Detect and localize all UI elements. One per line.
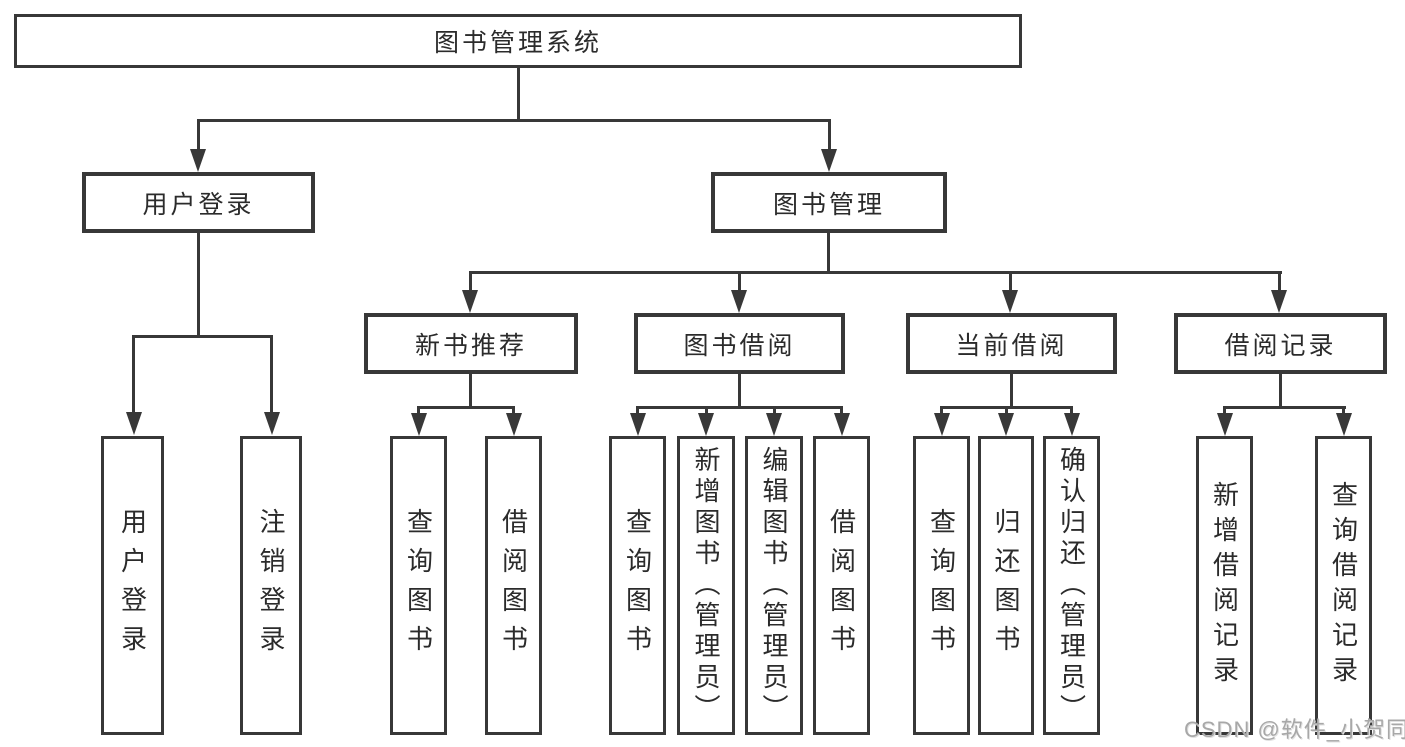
connector-line <box>417 406 420 417</box>
connector-line <box>1279 374 1282 409</box>
arrow-down-icon <box>1336 413 1352 436</box>
connector-line <box>132 335 135 414</box>
leaf-label: 注销登录 <box>256 507 286 664</box>
arrow-down-icon <box>934 413 950 436</box>
node-label: 图书借阅 <box>683 331 796 360</box>
leaf-label: 借阅图书 <box>498 507 529 664</box>
connector-line <box>773 406 776 417</box>
connector-line <box>469 374 472 409</box>
connector-line <box>705 406 708 417</box>
arrow-down-icon <box>998 413 1014 436</box>
arrow-down-icon <box>264 412 280 435</box>
arrow-down-icon <box>630 413 646 436</box>
arrow-down-icon <box>834 413 850 436</box>
leaf-query-books-current: 查询图书 <box>913 436 970 735</box>
csdn-watermark: CSDN @软件_小贺同学 <box>1184 717 1405 742</box>
leaf-label: 新增图书（管理员） <box>691 446 721 725</box>
connector-line <box>197 233 200 337</box>
leaf-return-books: 归还图书 <box>978 436 1034 735</box>
node-label: 当前借阅 <box>955 331 1068 360</box>
connector-line <box>636 406 843 409</box>
leaf-label: 查询图书 <box>622 507 653 664</box>
leaf-borrow-books-recommend: 借阅图书 <box>485 436 542 735</box>
leaf-query-books-recommend: 查询图书 <box>390 436 447 735</box>
connector-line <box>197 119 831 122</box>
node-book-borrowing: 图书借阅 <box>634 313 845 374</box>
leaf-label: 编辑图书（管理员） <box>759 446 789 725</box>
node-new-book-recommendation: 新书推荐 <box>364 313 578 374</box>
node-book-management: 图书管理 <box>711 172 947 233</box>
connector-line <box>1223 406 1226 417</box>
leaf-borrow-books: 借阅图书 <box>813 436 870 735</box>
leaf-user-login: 用户登录 <box>101 436 164 735</box>
arrow-down-icon <box>1217 413 1233 436</box>
connector-line <box>512 406 515 417</box>
connector-line <box>517 68 520 121</box>
leaf-add-books-admin: 新增图书（管理员） <box>677 436 735 735</box>
leaf-label: 查询图书 <box>926 507 957 664</box>
connector-line <box>738 374 741 409</box>
node-library-management-system: 图书管理系统 <box>14 14 1022 68</box>
arrow-down-icon <box>1002 290 1018 313</box>
node-user-login: 用户登录 <box>82 172 315 233</box>
arrow-down-icon <box>1271 290 1287 313</box>
connector-line <box>417 406 515 409</box>
arrow-down-icon <box>506 413 522 436</box>
leaf-logout-login: 注销登录 <box>240 436 302 735</box>
connector-line <box>469 271 472 292</box>
leaf-query-books-borrow: 查询图书 <box>609 436 666 735</box>
connector-line <box>1009 271 1012 292</box>
arrow-down-icon <box>1064 413 1080 436</box>
connector-line <box>469 271 1282 274</box>
connector-line <box>1342 406 1345 417</box>
connector-line <box>132 335 273 338</box>
arrow-down-icon <box>821 149 837 172</box>
connector-line <box>828 119 831 151</box>
leaf-confirm-return-admin: 确认归还（管理员） <box>1043 436 1100 735</box>
leaf-label: 用户登录 <box>117 507 148 664</box>
connector-line <box>738 271 741 292</box>
arrow-down-icon <box>126 412 142 435</box>
arrow-down-icon <box>698 413 714 436</box>
leaf-label: 归还图书 <box>991 507 1021 664</box>
leaf-query-borrow-record: 查询借阅记录 <box>1315 436 1372 735</box>
connector-line <box>1005 406 1008 417</box>
connector-line <box>1278 271 1281 292</box>
connector-line <box>1010 374 1013 409</box>
node-label: 新书推荐 <box>414 331 527 360</box>
connector-line <box>827 233 830 274</box>
connector-line <box>197 119 200 151</box>
arrow-down-icon <box>190 149 206 172</box>
arrow-down-icon <box>462 290 478 313</box>
leaf-label: 查询借阅记录 <box>1328 480 1359 691</box>
connector-line <box>1223 406 1346 409</box>
arrow-down-icon <box>766 413 782 436</box>
leaf-label: 借阅图书 <box>826 507 857 664</box>
node-label: 图书管理 <box>772 190 885 219</box>
connector-line <box>636 406 639 417</box>
connector-line <box>270 335 273 414</box>
leaf-label: 新增借阅记录 <box>1209 480 1240 691</box>
node-current-borrowing: 当前借阅 <box>906 313 1117 374</box>
node-label: 用户登录 <box>142 190 255 219</box>
node-label: 借阅记录 <box>1224 331 1337 360</box>
connector-line <box>1070 406 1073 417</box>
connector-line <box>940 406 943 417</box>
node-borrowing-records: 借阅记录 <box>1174 313 1387 374</box>
leaf-label: 确认归还（管理员） <box>1056 446 1087 725</box>
leaf-edit-books-admin: 编辑图书（管理员） <box>745 436 803 735</box>
node-label: 图书管理系统 <box>433 29 602 57</box>
leaf-label: 查询图书 <box>403 507 434 664</box>
leaf-add-borrow-record: 新增借阅记录 <box>1196 436 1253 735</box>
connector-line <box>840 406 843 417</box>
arrow-down-icon <box>731 290 747 313</box>
arrow-down-icon <box>411 413 427 436</box>
